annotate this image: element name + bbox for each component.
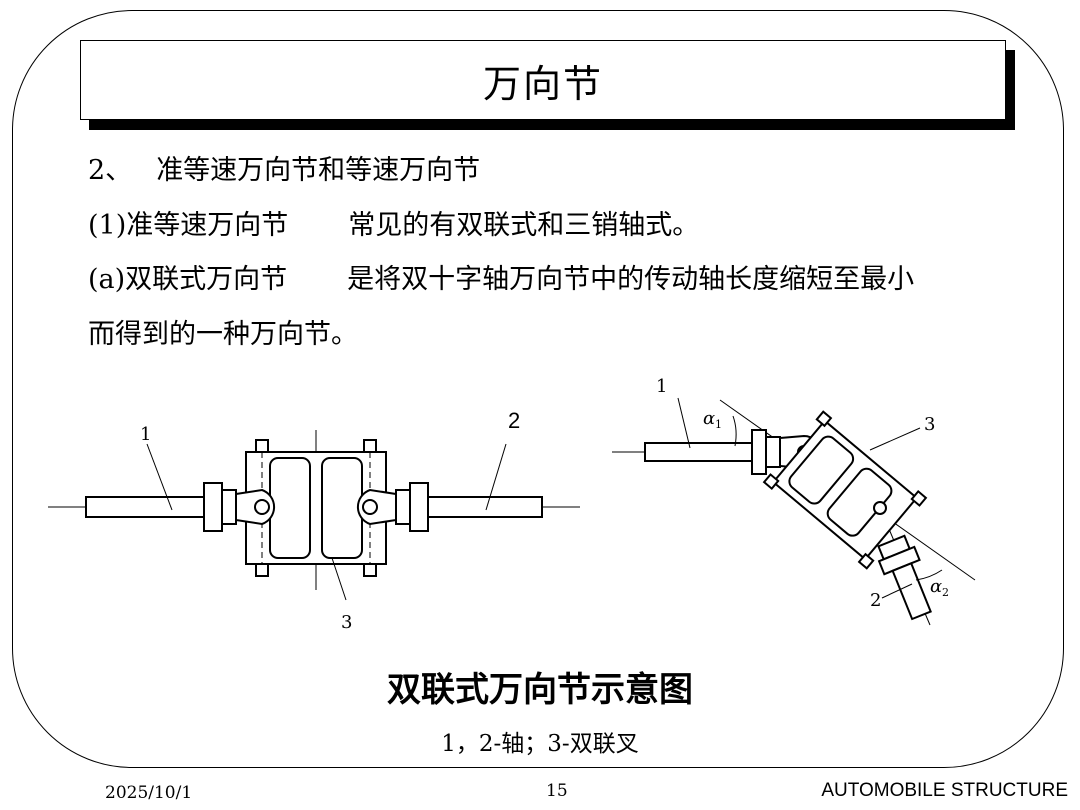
item-text-continued: 而得到的一种万向节。 — [88, 319, 358, 350]
text-line-4: 而得到的一种万向节。 — [88, 318, 358, 352]
text-line-1: 2、准等速万向节和等速万向节 — [88, 154, 480, 188]
right-joint-drawing — [612, 397, 976, 626]
footer-date: 2025/10/1 — [105, 783, 193, 803]
left-label-1: 1 — [140, 424, 151, 445]
left-shaft-2 — [423, 496, 543, 518]
title-box: 万向节 — [80, 40, 1006, 120]
slide-frame — [12, 10, 1064, 768]
left-joint-drawing — [48, 430, 580, 601]
section-heading: 准等速万向节和等速万向节 — [156, 155, 481, 186]
right-double-yoke — [762, 410, 928, 570]
text-line-2: (1)准等速万向节 常见的有双联式和三销轴式。 — [88, 209, 699, 243]
subsection-text: 常见的有双联式和三销轴式。 — [348, 210, 700, 241]
angle-alpha1-symbol: α — [703, 408, 715, 429]
right-label-1: 1 — [656, 376, 667, 397]
slide-title: 万向节 — [482, 61, 603, 106]
text-line-3: (a)双联式万向节 是将双十字轴万向节中的传动轴长度缩短至最小 — [88, 263, 914, 297]
left-shaft-1 — [85, 496, 207, 518]
angle-alpha2-symbol: α — [930, 576, 942, 597]
right-shaft-2 — [891, 561, 932, 621]
figure-legend: 1，2-轴；3-双联叉 — [441, 731, 639, 757]
right-label-2: 2 — [870, 590, 881, 611]
left-label-2: 2 — [508, 408, 520, 433]
footer-brand: AUTOMOBILE STRUCTURE — [821, 780, 1068, 801]
right-shaft-1 — [644, 442, 756, 462]
right-label-3: 3 — [924, 414, 935, 435]
item-text: 是将双十字轴万向节中的传动轴长度缩短至最小 — [347, 264, 915, 295]
section-number: 2、 — [88, 155, 133, 186]
footer-page-number: 15 — [546, 781, 568, 801]
figure-caption: 双联式万向节示意图 — [387, 670, 693, 710]
left-label-3: 3 — [341, 612, 352, 633]
item-heading: (a)双联式万向节 — [88, 264, 288, 295]
angle-alpha1-subscript: 1 — [715, 418, 722, 431]
angle-alpha2-subscript: 2 — [942, 586, 949, 599]
subsection-heading: (1)准等速万向节 — [88, 210, 289, 241]
